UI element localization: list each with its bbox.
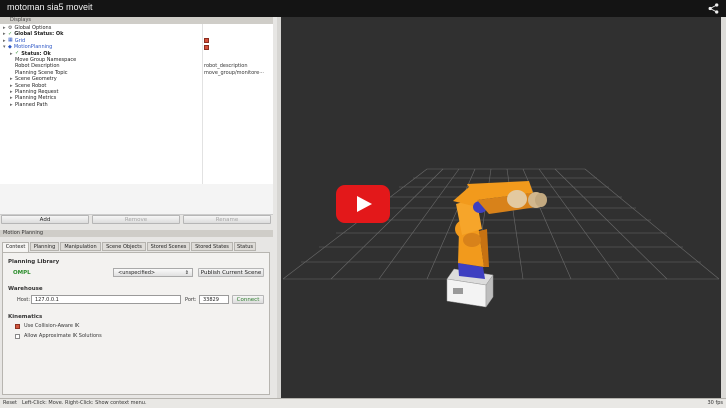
publish-current-scene-button[interactable]: Publish Current Scene — [198, 268, 264, 277]
expand-arrow-icon[interactable]: ▸ — [10, 101, 13, 108]
tree-row-label: Planning Metrics — [15, 95, 57, 102]
tree-row-label: Planning Request — [15, 89, 59, 95]
status-bar: Reset Left-Click: Move. Right-Click: Sho… — [0, 398, 726, 408]
remove-display-button[interactable]: Remove — [92, 215, 180, 224]
rename-display-button[interactable]: Rename — [183, 215, 271, 224]
tree-row-label: Planned Path — [15, 101, 48, 108]
planning-library-heading: Planning Library — [8, 259, 60, 265]
approximate-ik-checkbox[interactable] — [15, 334, 20, 339]
tree-row-label: Grid — [14, 37, 26, 44]
approximate-ik-label: Allow Approximate IK Solutions — [24, 333, 102, 339]
tab-stored-states[interactable]: Stored States — [191, 242, 233, 251]
3d-viewport[interactable] — [281, 17, 721, 398]
fps-readout: 30 fps — [707, 400, 724, 406]
right-panel-strip — [721, 17, 726, 398]
tree-row-value[interactable]: robot_description — [204, 63, 248, 70]
expand-arrow-icon[interactable]: ▸ — [10, 50, 13, 57]
tab-status[interactable]: Status — [234, 242, 256, 251]
host-input[interactable]: 127.0.0.1 — [31, 295, 181, 304]
tree-row-label: Global Options — [14, 25, 52, 31]
add-display-button[interactable]: Add — [1, 215, 89, 224]
port-label: Port: — [185, 297, 197, 303]
tree-row-label: Robot Description — [15, 63, 60, 70]
tree-row[interactable]: ▸⚙Global Options — [3, 25, 51, 32]
context-tab-body: Planning Library OMPL <unspecified> ⇕ Pu… — [2, 252, 270, 395]
tree-row-label: MotionPlanning — [13, 44, 53, 51]
tree-row-label: Scene Geometry — [15, 76, 57, 83]
expand-arrow-icon[interactable]: ▸ — [3, 37, 6, 44]
tree-row[interactable]: Robot Description — [10, 63, 60, 70]
expand-arrow-icon[interactable]: ▾ — [3, 44, 6, 51]
tree-row[interactable]: ▸Planning Metrics — [10, 95, 56, 102]
displays-panel-header: Displays — [0, 17, 273, 24]
tree-row[interactable]: ▸✓Global Status: Ok — [3, 31, 63, 38]
check-icon: ✓ — [8, 30, 13, 37]
tree-row[interactable]: ▸Planning Request — [10, 89, 58, 96]
tree-row[interactable]: ▸Scene Robot — [10, 83, 46, 90]
gear-icon: ⚙ — [8, 24, 13, 31]
kinematics-heading: Kinematics — [8, 314, 43, 320]
displays-button-row: Add Remove Rename — [0, 215, 273, 225]
expand-arrow-icon[interactable]: ▸ — [10, 82, 13, 89]
tree-row[interactable]: ▸▦Grid — [3, 38, 25, 45]
tree-row-label: Planning Scene Topic — [15, 69, 68, 76]
tree-row[interactable]: ▸✓Status: Ok — [10, 51, 51, 58]
tree-row[interactable]: ▸Planned Path — [10, 102, 48, 109]
port-spinbox-value: 33829 — [203, 297, 219, 303]
tree-column-separator — [202, 24, 203, 184]
tab-stored-scenes[interactable]: Stored Scenes — [147, 242, 190, 251]
collision-aware-ik-label: Use Collision-Aware IK — [24, 323, 80, 329]
video-title-bar: motoman sia5 moveit — [0, 0, 726, 17]
displays-tree[interactable]: ▸⚙Global Options▸✓Global Status: Ok▸▦Gri… — [0, 24, 273, 185]
planning-library-name: OMPL — [13, 270, 31, 276]
reset-button[interactable]: Reset — [3, 400, 17, 406]
tree-row-label: Global Status: Ok — [14, 31, 64, 38]
connect-button[interactable]: Connect — [232, 295, 264, 304]
robot-model — [446, 181, 547, 308]
rviz-render — [282, 168, 720, 308]
check-icon: ✓ — [15, 50, 20, 57]
enabled-checkbox[interactable] — [204, 38, 209, 44]
collision-aware-ik-checkbox[interactable] — [15, 324, 20, 329]
mouse-hint: Left-Click: Move. Right-Click: Show cont… — [22, 400, 147, 406]
expand-arrow-icon[interactable]: ▸ — [10, 76, 13, 83]
motion-planning-header: Motion Planning — [0, 230, 273, 237]
planner-combobox-value: <unspecified> — [118, 270, 156, 276]
host-label: Host: — [17, 297, 31, 303]
tab-scene-objects[interactable]: Scene Objects — [102, 242, 146, 251]
expand-arrow-icon[interactable]: ▸ — [10, 89, 13, 95]
tree-row[interactable]: ▸Scene Geometry — [10, 76, 57, 83]
enabled-checkbox[interactable] — [204, 44, 209, 50]
tree-row-label: Scene Robot — [15, 82, 47, 89]
left-panel: Displays ▸⚙Global Options▸✓Global Status… — [0, 17, 277, 398]
tree-row[interactable]: ▾◆MotionPlanning — [3, 44, 52, 51]
display-description-area — [0, 184, 273, 215]
warehouse-heading: Warehouse — [8, 286, 43, 292]
tree-row-label: Status: Ok — [21, 50, 51, 57]
tab-planning[interactable]: Planning — [30, 242, 59, 251]
planner-combobox[interactable]: <unspecified> ⇕ — [113, 268, 193, 277]
play-button-icon[interactable] — [336, 185, 390, 223]
video-title[interactable]: motoman sia5 moveit — [7, 2, 93, 12]
expand-arrow-icon[interactable]: ▸ — [3, 25, 6, 31]
tree-row[interactable]: Planning Scene Topic — [10, 70, 68, 77]
tree-row-value[interactable]: move_group/monitore⋯ — [204, 69, 265, 76]
port-spinbox[interactable]: 33829 — [199, 295, 229, 304]
expand-arrow-icon[interactable]: ▸ — [3, 31, 6, 38]
tab-context[interactable]: Context — [2, 242, 29, 252]
tree-row-label: Move Group Namespace — [15, 57, 77, 63]
robot-icon: ◆ — [8, 43, 12, 50]
share-icon[interactable] — [708, 3, 719, 14]
tab-manipulation[interactable]: Manipulation — [60, 242, 101, 251]
expand-arrow-icon[interactable]: ▸ — [10, 95, 13, 102]
grid-icon: ▦ — [8, 37, 13, 44]
tree-row[interactable]: Move Group Namespace — [10, 57, 76, 64]
spin-arrows-icon: ⇕ — [184, 270, 189, 276]
panel-splitter[interactable] — [277, 17, 281, 398]
